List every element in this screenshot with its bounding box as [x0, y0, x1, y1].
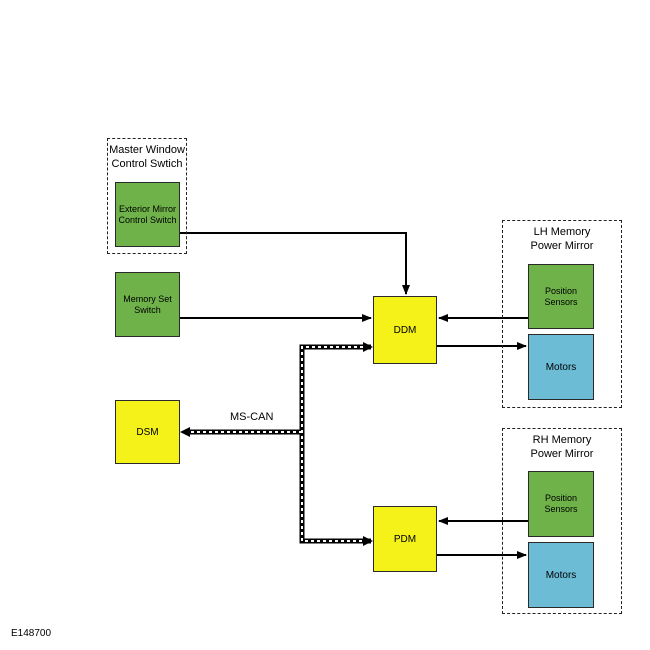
- bus-arrow-pdm: [363, 536, 373, 546]
- rh-position-sensors: Position Sensors: [528, 471, 594, 537]
- rh-memory-mirror-group: RH Memory Power Mirror: [502, 428, 622, 614]
- rh-memory-mirror-title: RH Memory Power Mirror: [530, 434, 594, 460]
- line-exterior-switch-to-ddm: [180, 232, 410, 295]
- lh-memory-mirror-title: LH Memory Power Mirror: [530, 226, 594, 252]
- ms-can-label: MS-CAN: [230, 411, 274, 423]
- dsm-module: DSM: [115, 400, 180, 464]
- bus-arrow-dsm: [180, 427, 190, 437]
- pdm-module: PDM: [373, 506, 437, 572]
- ddm-module: DDM: [373, 296, 437, 364]
- bus-arrow-ddm: [363, 342, 373, 352]
- figure-id: E148700: [11, 628, 52, 639]
- lh-motors: Motors: [528, 334, 594, 400]
- rh-motors: Motors: [528, 542, 594, 608]
- master-window-switch-group: Master Window Control Swtich: [107, 138, 187, 254]
- memory-set-switch: Memory Set Switch: [115, 272, 180, 337]
- lh-position-sensors: Position Sensors: [528, 264, 594, 329]
- exterior-mirror-control-switch: Exterior Mirror Control Switch: [115, 182, 180, 247]
- master-window-switch-title: Master Window Control Swtich: [109, 144, 185, 170]
- lh-memory-mirror-group: LH Memory Power Mirror: [502, 220, 622, 408]
- ms-can-bus: [180, 342, 373, 546]
